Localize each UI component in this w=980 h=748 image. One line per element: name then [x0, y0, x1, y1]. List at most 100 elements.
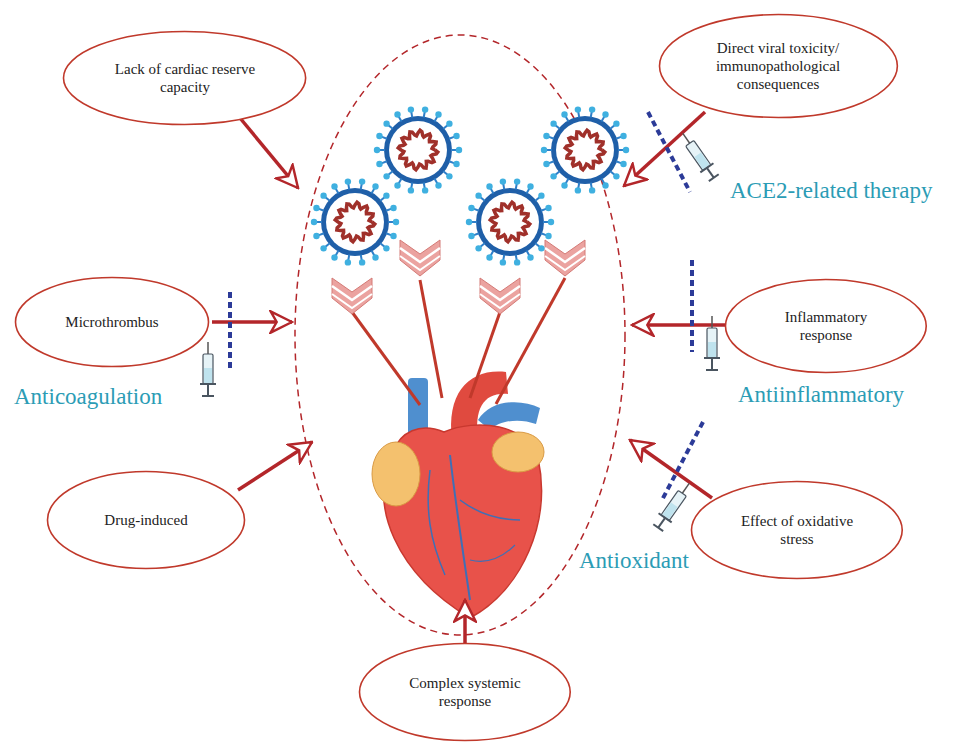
receptor-chevron — [400, 240, 440, 276]
cause-ellipse: Lack of cardiac reserve capacity — [62, 30, 307, 126]
receptor-stem — [352, 312, 420, 405]
virus-particle — [475, 192, 481, 198]
virus-particle — [446, 120, 452, 126]
syringe — [652, 479, 696, 532]
syringe — [658, 518, 665, 528]
virus-particle — [623, 147, 629, 153]
virus-particle — [620, 161, 626, 167]
virus-particle — [311, 106, 629, 265]
syringe — [200, 129, 720, 532]
virus-particle — [383, 192, 389, 198]
heart — [450, 455, 470, 600]
heart — [428, 470, 445, 575]
virus-particle — [376, 161, 382, 167]
syringe — [204, 368, 212, 383]
ellipse-outline — [360, 644, 571, 741]
virus-particle — [394, 111, 400, 117]
virus-particle — [384, 116, 452, 184]
virus-particle — [320, 245, 326, 251]
virus-particle — [490, 202, 529, 241]
heart — [372, 442, 420, 506]
virus-particle — [466, 178, 554, 265]
virus-particle — [390, 205, 396, 211]
virus-particle — [550, 173, 556, 179]
virus-particle — [326, 193, 384, 251]
virus-particle — [389, 121, 447, 179]
virus-particle — [589, 106, 595, 112]
virus-particle — [541, 147, 547, 153]
virus-particle — [543, 133, 549, 139]
heart — [470, 545, 515, 561]
virus-particle — [500, 178, 506, 184]
syringe — [704, 316, 720, 370]
receptor-chevron — [332, 278, 372, 314]
virus-particle — [527, 254, 533, 260]
virus-particle — [548, 219, 554, 225]
syringe — [707, 168, 714, 178]
cause-ellipse: Direct viral toxicity/ immunopathologica… — [658, 13, 899, 119]
cause-text: Complex systemic response — [393, 674, 537, 710]
virus-particle — [541, 106, 629, 193]
virus-particle — [620, 133, 626, 139]
virus-particle — [575, 106, 581, 112]
arrow — [463, 600, 467, 643]
virus-particle — [359, 178, 365, 184]
syringe — [682, 483, 689, 493]
receptor-stem — [352, 278, 565, 405]
ellipse-outline — [690, 480, 904, 580]
receptor-stem — [420, 280, 442, 398]
syringe — [653, 524, 663, 531]
syringe — [207, 384, 209, 396]
arrow — [212, 112, 731, 643]
cause-ellipse: Complex systemic response — [358, 642, 572, 742]
cause-ellipse: Drug-induced — [46, 470, 246, 570]
virus-particle — [422, 106, 428, 112]
blocking-line — [690, 260, 694, 352]
syringe — [200, 342, 216, 396]
syringe — [711, 316, 713, 328]
virus-particle — [383, 120, 389, 126]
syringe — [711, 358, 713, 370]
receptor-chevron — [545, 256, 585, 270]
virus-particle — [435, 111, 441, 117]
virus-particle — [398, 130, 437, 169]
virus-particle — [466, 219, 472, 225]
syringe — [709, 174, 719, 181]
virus-particle — [543, 161, 549, 167]
virus-particle — [345, 259, 351, 265]
ellipse-outline — [659, 15, 897, 118]
virus-particle — [527, 183, 533, 189]
therapy-label: Anticoagulation — [12, 384, 164, 410]
virus-particle — [561, 111, 567, 117]
syringe — [202, 395, 214, 397]
blocking-line — [662, 422, 703, 500]
virus-particle — [313, 205, 319, 211]
receptor-chevron — [400, 240, 440, 276]
virus-particle — [394, 182, 400, 188]
syringe — [207, 342, 209, 354]
ellipse-outline — [16, 278, 209, 367]
virus-particle — [446, 173, 452, 179]
virus-particle — [345, 178, 351, 184]
cause-ellipse: Inflammatory response — [724, 278, 928, 374]
virus-particle — [476, 188, 544, 256]
ellipse-outline — [358, 642, 572, 742]
virus-particle — [500, 259, 506, 265]
virus-particle — [468, 205, 474, 211]
virus-particle — [453, 161, 459, 167]
syringe — [686, 140, 711, 170]
ellipse-outline — [724, 278, 928, 374]
virus-particle — [589, 187, 595, 193]
virus-particle — [331, 254, 337, 260]
virus-particle — [602, 111, 608, 117]
ellipse-outline — [64, 32, 306, 125]
receptor-chevron — [545, 240, 585, 276]
receptor-chevron — [400, 256, 440, 270]
virus-particle — [550, 120, 556, 126]
virus-particle — [556, 121, 614, 179]
cause-text: Inflammatory response — [757, 308, 894, 344]
virus-particle — [383, 245, 389, 251]
virus-particle — [359, 259, 365, 265]
syringe — [706, 369, 718, 371]
virus-particle — [486, 254, 492, 260]
